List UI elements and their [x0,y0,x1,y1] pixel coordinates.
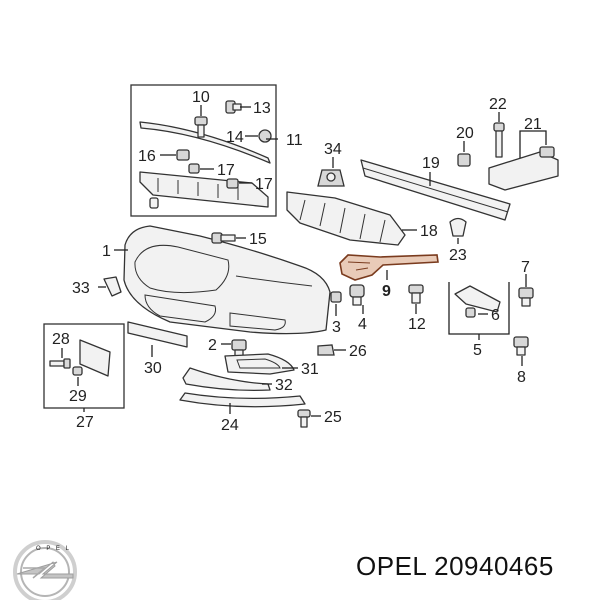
clip-23-icon [449,217,467,237]
clip-17b-icon [226,178,239,189]
bumper-grille-opening [134,244,230,294]
part-grille-strip [139,121,271,164]
part-fog-bezel-31 [224,353,295,375]
callout-19: 19 [422,155,440,172]
clip-2-icon [231,339,247,357]
leader-21 [519,130,547,145]
callout-9: 9 [382,283,391,300]
nut-3-icon [330,291,342,303]
callout-31: 31 [301,361,319,378]
clip-4-icon [349,284,365,306]
bumper-lower-intake [144,294,216,323]
callout-28: 28 [52,331,70,348]
part-9-highlighted-bracket [339,254,439,281]
callout-15: 15 [249,231,267,248]
absorber-ribs [299,199,386,243]
part-plate-holder [79,339,111,377]
part-small-clip [149,197,159,209]
callout-24: 24 [221,417,239,434]
clip-29-icon [72,366,83,376]
callout-18: 18 [420,223,438,240]
callout-1: 1 [102,243,111,260]
part-lower-spoiler-24 [179,392,306,408]
callout-25: 25 [324,409,342,426]
callout-33: 33 [72,280,90,297]
callout-3: 3 [332,319,341,336]
grille-bar-ribs [157,178,239,200]
bracket-21-tab [539,146,555,158]
bumper-fog-recess [229,312,286,331]
part-bracket-21 [488,151,559,191]
callout-20: 20 [456,125,474,142]
callout-14: 14 [226,129,244,146]
part-9-detail [347,261,371,271]
callout-4: 4 [358,316,367,333]
bolt-12-icon [194,116,208,138]
part-bumper-cover [123,225,331,335]
callout-29: 29 [69,388,87,405]
screw-25-icon [297,409,311,428]
opel-logo-icon: O P E L [13,540,77,600]
callout-13: 13 [253,100,271,117]
part-absorber-18 [286,191,406,246]
callout-32: 32 [275,377,293,394]
callout-16: 16 [138,148,156,165]
callout-11: 11 [286,132,303,149]
callout-7: 7 [521,259,530,276]
part-side-bracket-33 [103,276,122,297]
clip-16-icon [176,149,190,161]
part-lower-strip-32 [182,367,271,392]
bumper-upper-edge [235,275,313,287]
callout-26: 26 [349,343,367,360]
callout-2: 2 [208,337,217,354]
svg-text:O P E L: O P E L [36,546,71,552]
clip-14-icon [258,129,272,143]
clip-17a-icon [188,163,200,174]
screw-7-icon [518,287,534,307]
screw-8-icon [513,336,529,356]
callout-21: 21 [524,116,542,133]
part-plate-trim-30 [127,321,188,348]
callout-27: 27 [76,414,94,431]
fog-bezel-opening [236,358,281,369]
part-number-caption: OPEL 20940465 [356,551,554,581]
callout-34: 34 [324,141,342,158]
callout-17b: 17 [255,176,273,193]
screw-28-icon [49,358,71,369]
callout-5: 5 [473,342,482,359]
callout-22: 22 [489,96,507,113]
clip-15-icon [211,232,236,244]
callout-30: 30 [144,360,162,377]
clip-26-icon [317,344,335,356]
callout-23: 23 [449,247,467,264]
part-headlamp-bracket-6 [454,285,501,313]
bracket-6-clip [465,307,476,318]
callout-12: 10 [192,89,210,106]
screw-10-icon [408,284,424,304]
callout-17a: 17 [217,162,235,179]
bolt-22-icon [493,122,505,158]
screw-13-icon [225,100,242,114]
impact-bar-edge [362,167,509,213]
callout-10: 12 [408,316,426,333]
clip-20-icon [457,153,471,167]
callout-6: 6 [491,307,500,324]
part-grille-bar [139,171,269,208]
clip-34-icon [317,169,345,187]
callout-8: 8 [517,369,526,386]
inset-box-grille [130,84,277,217]
